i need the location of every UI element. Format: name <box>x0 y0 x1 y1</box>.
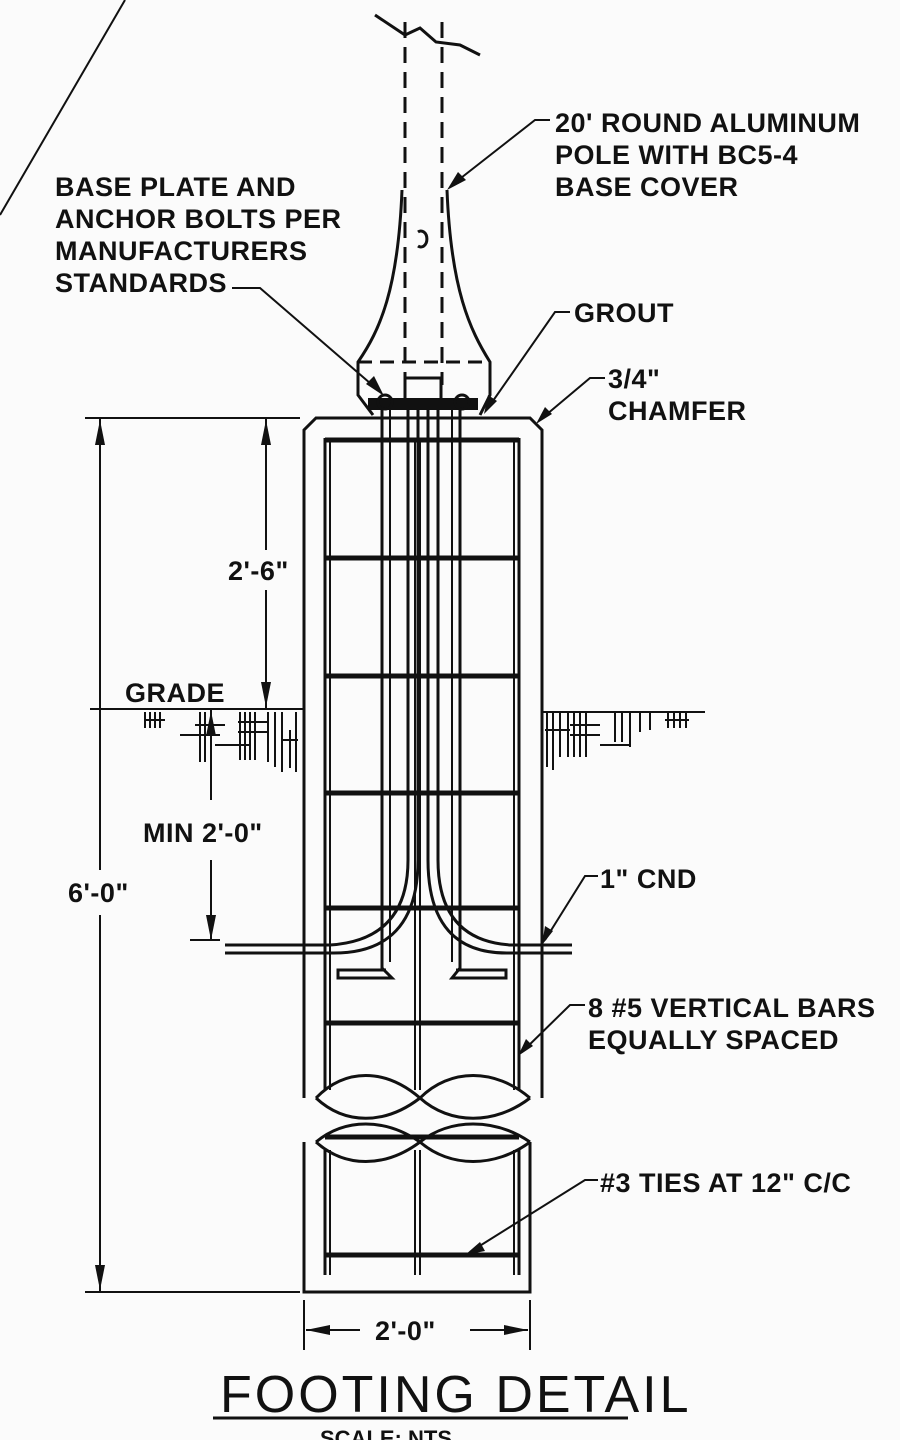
dimension-6-0-label: 6'-0" <box>68 878 129 908</box>
base-cover <box>356 189 492 416</box>
drawing-title: FOOTING DETAIL <box>220 1366 692 1424</box>
vertical-bars-label-line-1: 8 #5 VERTICAL BARS <box>588 993 876 1023</box>
dimension-2-6-label: 2'-6" <box>228 556 289 586</box>
chamfer-label-line-1: 3/4" <box>608 364 660 394</box>
chamfer-label-line-2: CHAMFER <box>608 396 747 426</box>
ties-label: #3 TIES AT 12" C/C <box>600 1168 851 1198</box>
width-dimension-label: 2'-0" <box>375 1316 436 1346</box>
dimension-min-2-0-label: MIN 2'-0" <box>143 818 263 848</box>
sheet-border-line <box>0 0 126 216</box>
base-label-line-2: ANCHOR BOLTS PER <box>55 204 342 234</box>
pole-label-line-1: 20' ROUND ALUMINUM <box>555 108 860 138</box>
pole-label-line-2: POLE WITH BC5-4 <box>555 140 798 170</box>
base-label-line-4: STANDARDS <box>55 268 227 298</box>
ties <box>325 437 519 1258</box>
base-label-line-1: BASE PLATE AND <box>55 172 296 202</box>
aluminum-pole <box>374 13 481 385</box>
footing-outline <box>302 416 544 1294</box>
grade-line <box>90 708 705 772</box>
vertical-bars <box>323 438 521 1275</box>
base-plate <box>368 376 478 411</box>
handhole-icon <box>417 229 429 249</box>
dimension-lines <box>85 417 531 1350</box>
grade-label: GRADE <box>125 678 225 708</box>
leader-lines <box>232 119 605 1255</box>
vertical-bars-label-line-2: EQUALLY SPACED <box>588 1025 839 1055</box>
conduit-label: 1" CND <box>600 864 697 894</box>
pole-label-line-3: BASE COVER <box>555 172 739 202</box>
anchor-bolts <box>336 410 508 980</box>
scale-label: SCALE: NTS <box>320 1426 452 1440</box>
grout-label: GROUT <box>574 298 674 328</box>
conduit <box>225 410 572 955</box>
base-label-line-3: MANUFACTURERS <box>55 236 308 266</box>
pole-break-line <box>374 13 481 57</box>
